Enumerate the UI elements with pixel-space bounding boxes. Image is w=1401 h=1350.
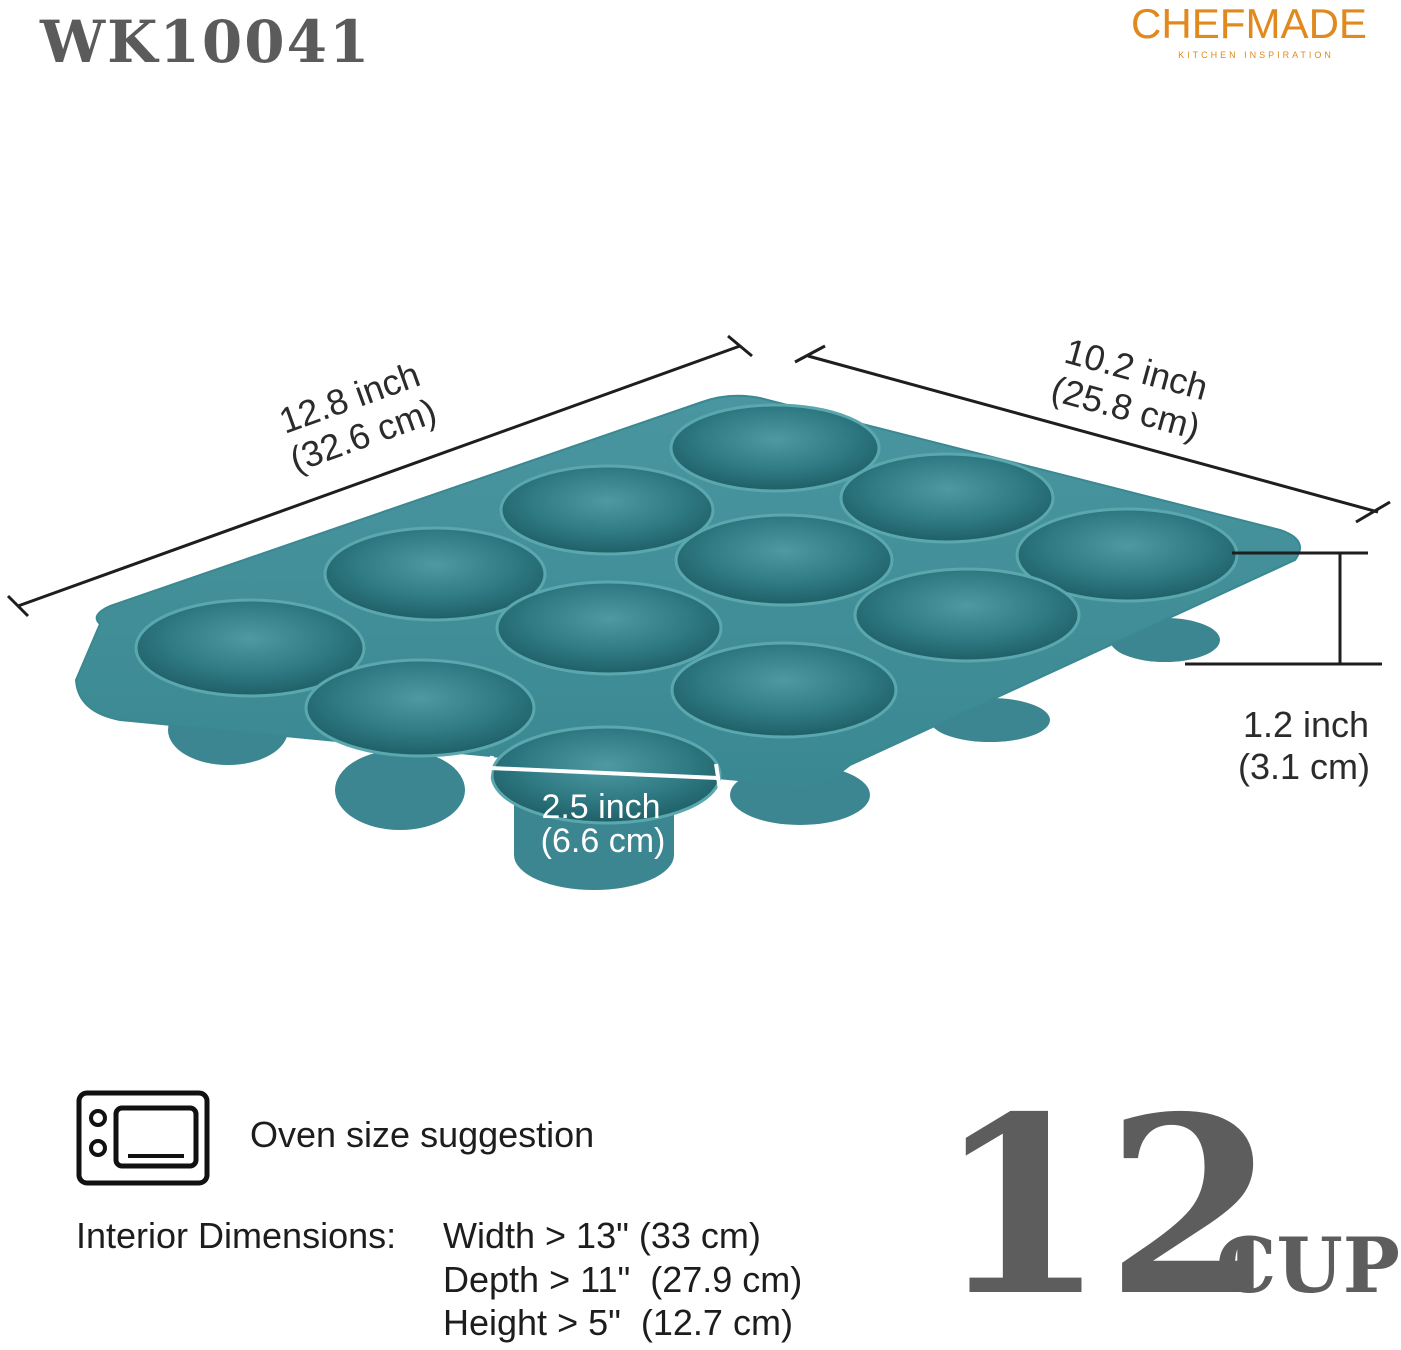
interior-dimensions-label: Interior Dimensions:: [76, 1215, 397, 1256]
cup: [499, 464, 715, 556]
brand-tagline: KITCHEN INSPIRATION: [1178, 50, 1334, 60]
cup-diameter-line: [486, 755, 722, 791]
height-dimension: 1.2 inch (3.1 cm): [1238, 704, 1370, 787]
cup: [669, 403, 881, 493]
cup: [670, 641, 898, 739]
cup-count-unit: CUP: [1216, 1221, 1400, 1310]
brand-name: CHEFMADE: [1131, 0, 1367, 47]
cup: [839, 452, 1055, 544]
cup: [1015, 507, 1239, 603]
cup-diameter-cm: (6.6 cm): [541, 822, 666, 860]
height-inch: 1.2 inch: [1243, 704, 1369, 745]
cup-diameter-inch: 2.5 inch: [541, 788, 660, 826]
cups: [134, 403, 1239, 825]
cup-diameter-dimension: 2.5 inch (6.6 cm): [541, 788, 666, 860]
cup: [323, 526, 547, 622]
cup: [853, 567, 1081, 663]
interior-depth: Depth > 11" (27.9 cm): [443, 1259, 803, 1300]
model-code: WK10041: [40, 8, 372, 76]
cup: [495, 580, 723, 676]
product-illustration: 12.8 inch (32.6 cm) 10.2 inch (25.8 cm) …: [6, 330, 1391, 890]
oven-icon: [76, 1090, 210, 1186]
cup: [304, 658, 536, 758]
length-dimension: 12.8 inch (32.6 cm): [274, 353, 442, 480]
height-cm: (3.1 cm): [1238, 746, 1370, 787]
dimension-lines: [6, 334, 1391, 666]
interior-width: Width > 13" (33 cm): [443, 1215, 761, 1256]
oven-size-label: Oven size suggestion: [250, 1114, 595, 1155]
interior-height: Height > 5" (12.7 cm): [443, 1302, 793, 1343]
cup-count-number: 12: [936, 1063, 1276, 1350]
brand-logo: CHEFMADE KITCHEN INSPIRATION: [1131, 0, 1367, 60]
cup: [674, 513, 894, 607]
cup: [134, 598, 366, 698]
